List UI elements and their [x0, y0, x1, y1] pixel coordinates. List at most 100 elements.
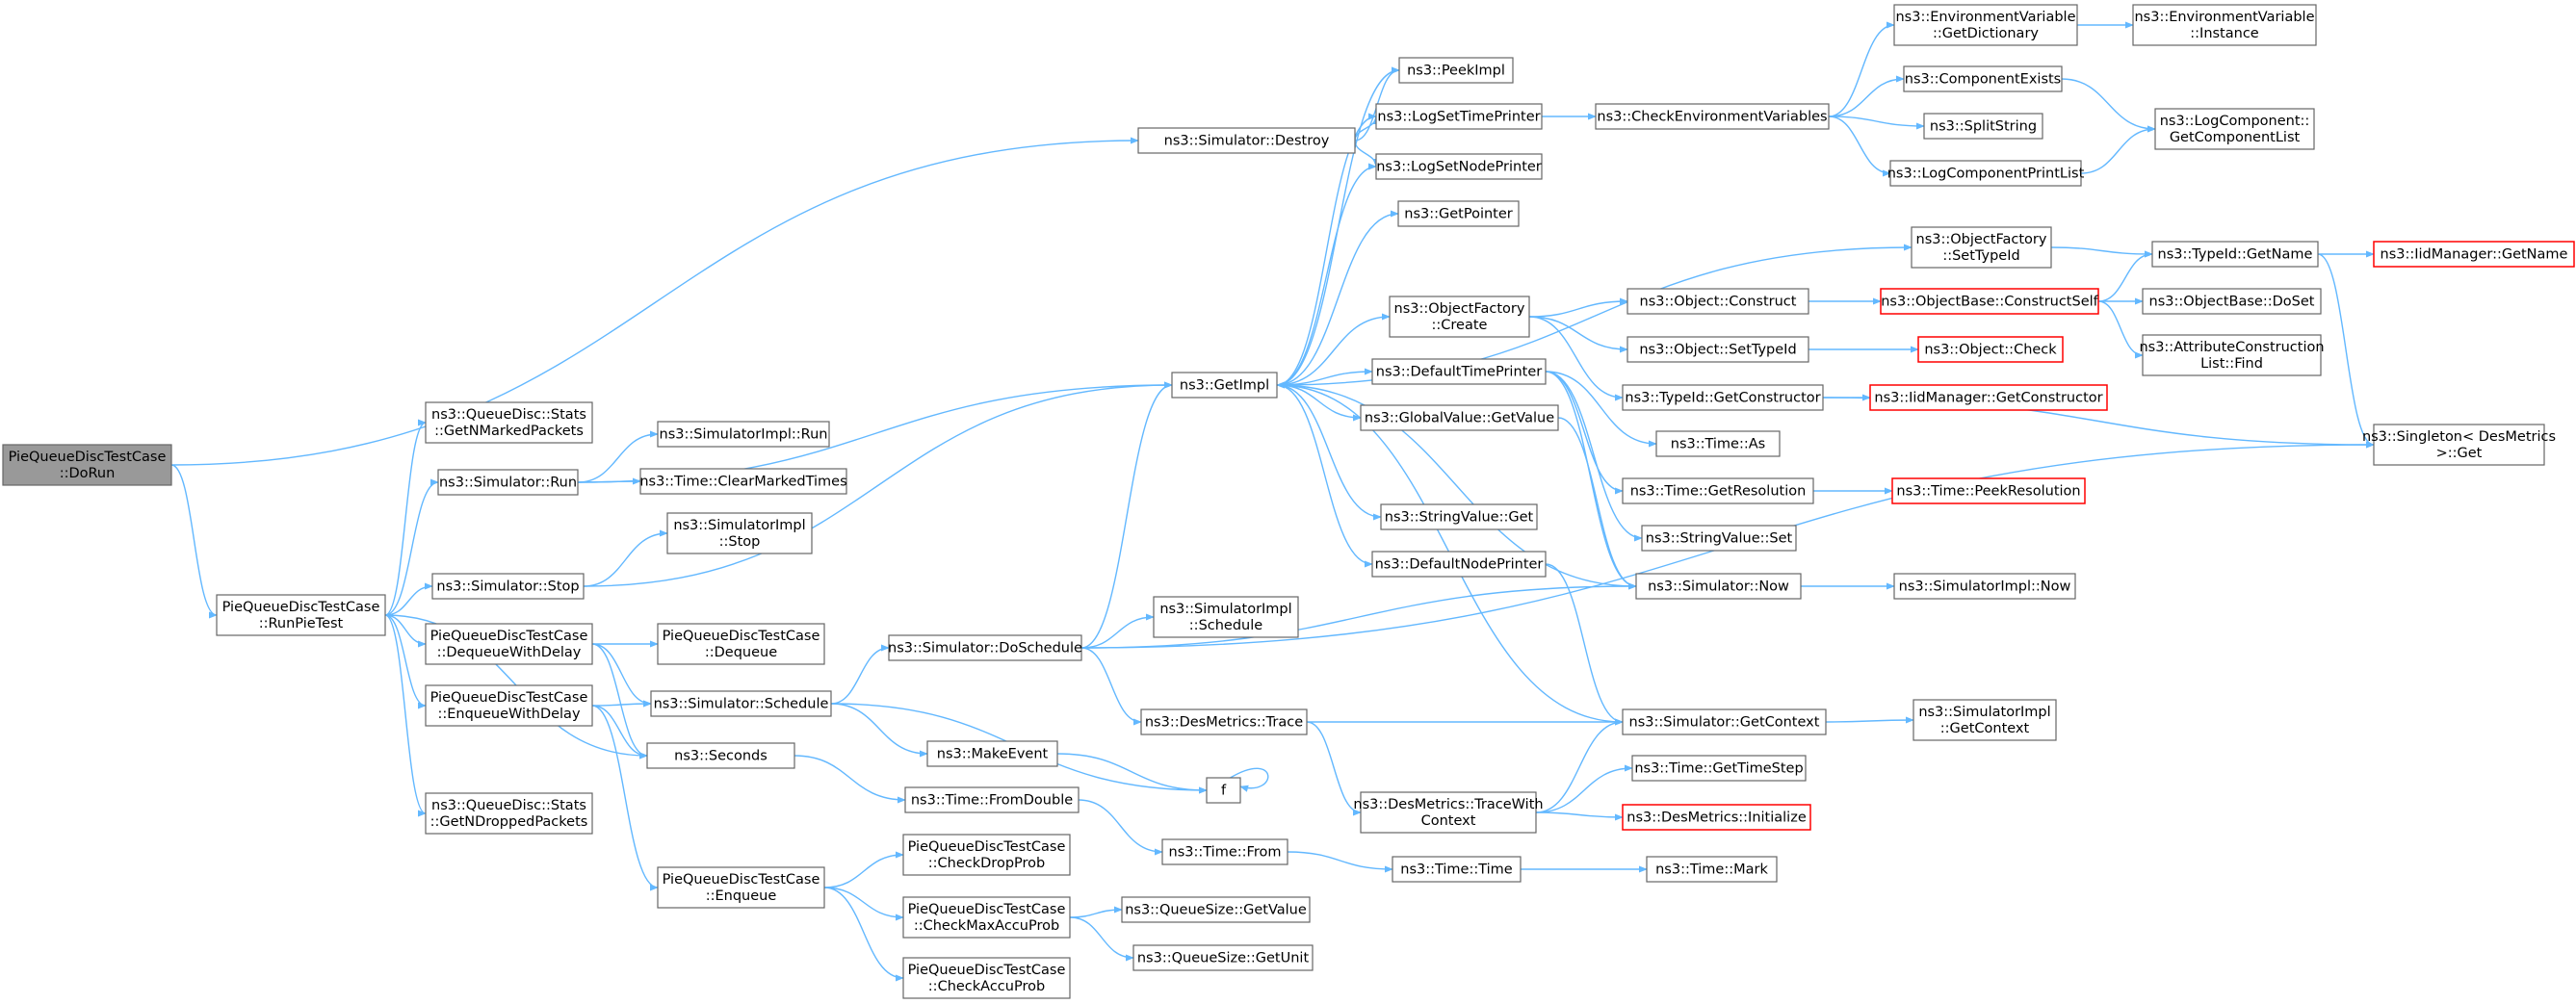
node-getnmarked[interactable]: ns3::QueueDisc::Stats::GetNMarkedPackets	[425, 401, 593, 444]
node-timetime[interactable]: ns3::Time::Time	[1392, 856, 1522, 883]
node-label: ns3::AttributeConstruction	[2139, 340, 2324, 355]
edge-ofcreate-to-objconstruct	[1528, 297, 1628, 318]
node-label: ns3::MakeEvent	[937, 747, 1049, 762]
node-svset[interactable]: ns3::StringValue::Set	[1641, 525, 1797, 552]
node-ofcreate[interactable]: ns3::ObjectFactory::Create	[1389, 296, 1530, 338]
node-getconstructor[interactable]: ns3::TypeId::GetConstructor	[1622, 384, 1824, 411]
node-splitstring[interactable]: ns3::SplitString	[1923, 113, 2043, 140]
node-obdoset[interactable]: ns3::ObjectBase::DoSet	[2142, 288, 2322, 315]
edge-getimpl-to-svget	[1276, 384, 1382, 521]
node-box	[2142, 288, 2322, 315]
edge-enqueuedelay-to-enqueue	[591, 705, 659, 891]
node-label: ns3::Singleton< DesMetrics	[2362, 429, 2556, 445]
node-checkdrop[interactable]: PieQueueDiscTestCase::CheckDropProb	[902, 834, 1071, 876]
node-peekimpl[interactable]: ns3::PeekImpl	[1398, 57, 1514, 84]
node-simimplstop[interactable]: ns3::SimulatorImpl::Stop	[666, 512, 813, 554]
node-logsetnode[interactable]: ns3::LogSetNodePrinter	[1375, 153, 1543, 180]
node-doschedule[interactable]: ns3::Simulator::DoSchedule	[888, 634, 1082, 661]
node-clearmarked[interactable]: ns3::Time::ClearMarkedTimes	[639, 468, 847, 495]
node-box	[657, 623, 825, 665]
node-box	[2154, 108, 2315, 150]
edge-getimpl-to-ofcreate	[1276, 313, 1391, 386]
node-objcheck[interactable]: ns3::Object::Check	[1917, 336, 2064, 363]
node-constructself[interactable]: ns3::ObjectBase::ConstructSelf	[1880, 288, 2099, 315]
node-timefrom[interactable]: ns3::Time::From	[1161, 838, 1288, 865]
node-gettimestep[interactable]: ns3::Time::GetTimeStep	[1631, 755, 1807, 782]
node-logsettime[interactable]: ns3::LogSetTimePrinter	[1375, 103, 1543, 130]
node-schedule[interactable]: ns3::Simulator::Schedule	[650, 690, 832, 717]
node-singleton[interactable]: ns3::Singleton< DesMetrics >::Get	[2362, 424, 2556, 466]
edge-deftimeprinter-to-svset	[1545, 371, 1643, 542]
node-simimplctx[interactable]: ns3::SimulatorImpl::GetContext	[1912, 699, 2057, 741]
node-timeas[interactable]: ns3::Time::As	[1655, 430, 1781, 457]
edge-compexists-to-getcomplist	[2061, 78, 2156, 133]
node-box	[926, 740, 1058, 767]
node-box	[2373, 241, 2575, 268]
node-getimpl[interactable]: ns3::GetImpl	[1171, 372, 1278, 399]
node-destrace[interactable]: ns3::DesMetrics::Trace	[1140, 708, 1308, 735]
node-fromdouble[interactable]: ns3::Time::FromDouble	[904, 786, 1080, 813]
node-envgetdict[interactable]: ns3::EnvironmentVariable::GetDictionary	[1893, 4, 2078, 46]
node-enqueuedelay[interactable]: PieQueueDiscTestCase::EnqueueWithDelay	[425, 684, 593, 727]
node-dorun[interactable]: PieQueueDiscTestCase::DoRun	[2, 444, 172, 486]
node-getcontext[interactable]: ns3::Simulator::GetContext	[1622, 708, 1827, 735]
node-label: ns3::Simulator::GetContext	[1629, 715, 1820, 731]
node-compexists[interactable]: ns3::ComponentExists	[1903, 65, 2063, 92]
node-iidgetctor[interactable]: ns3::IidManager::GetConstructor	[1869, 384, 2108, 411]
node-envinstance[interactable]: ns3::EnvironmentVariable::Instance	[2132, 4, 2317, 46]
node-checkaccu[interactable]: PieQueueDiscTestCase::CheckAccuProb	[902, 957, 1071, 999]
edge-logcompprint-to-getcomplist	[2080, 125, 2156, 174]
node-label: ns3::CheckEnvironmentVariables	[1597, 110, 1827, 125]
edge-runpie-to-getndropped	[384, 614, 427, 817]
node-enqueue[interactable]: PieQueueDiscTestCase::Enqueue	[657, 866, 825, 909]
node-label: ns3::Time::GetTimeStep	[1634, 761, 1803, 777]
node-objsettypeid[interactable]: ns3::Object::SetTypeId	[1626, 336, 1809, 363]
node-simimplschedule[interactable]: ns3::SimulatorImpl::Schedule	[1153, 596, 1299, 638]
node-logcompprint[interactable]: ns3::LogComponentPrintList	[1887, 160, 2085, 187]
node-getcomplist[interactable]: ns3::LogComponent::GetComponentList	[2154, 108, 2315, 150]
node-runpie[interactable]: PieQueueDiscTestCase::RunPieTest	[216, 594, 386, 636]
node-box	[431, 573, 585, 600]
node-checkmaxaccu[interactable]: PieQueueDiscTestCase::CheckMaxAccuProb	[902, 896, 1071, 939]
node-seconds[interactable]: ns3::Seconds	[646, 742, 795, 769]
node-timemark[interactable]: ns3::Time::Mark	[1646, 856, 1778, 883]
node-peekres[interactable]: ns3::Time::PeekResolution	[1891, 477, 2086, 504]
node-getpointer[interactable]: ns3::GetPointer	[1397, 200, 1520, 227]
node-label: PieQueueDiscTestCase	[908, 839, 1066, 855]
edge-dequeuedelay-to-schedule	[591, 643, 652, 708]
node-label: ::GetNDroppedPackets	[430, 814, 588, 830]
node-typeidgetname[interactable]: ns3::TypeId::GetName	[2151, 241, 2319, 268]
node-qsgetvalue[interactable]: ns3::QueueSize::GetValue	[1121, 896, 1311, 923]
edge-enqueue-to-checkmaxaccu	[823, 887, 904, 921]
node-deftimeprinter[interactable]: ns3::DefaultTimePrinter	[1371, 358, 1547, 385]
node-label: ns3::SplitString	[1930, 119, 2037, 135]
node-dequeue[interactable]: PieQueueDiscTestCase::Dequeue	[657, 623, 825, 665]
node-dequeuedelay[interactable]: PieQueueDiscTestCase::DequeueWithDelay	[425, 623, 593, 665]
node-svget[interactable]: ns3::StringValue::Get	[1380, 503, 1538, 530]
node-objconstruct[interactable]: ns3::Object::Construct	[1626, 288, 1809, 315]
node-makeevent[interactable]: ns3::MakeEvent	[926, 740, 1058, 767]
node-simnow[interactable]: ns3::Simulator::Now	[1635, 573, 1802, 600]
node-getresolution[interactable]: ns3::Time::GetResolution	[1622, 477, 1814, 504]
node-checkenv[interactable]: ns3::CheckEnvironmentVariables	[1595, 103, 1830, 130]
node-desinit[interactable]: ns3::DesMetrics::Initialize	[1622, 804, 1811, 831]
node-gvgetvalue[interactable]: ns3::GlobalValue::GetValue	[1360, 404, 1559, 431]
node-destroy[interactable]: ns3::Simulator::Destroy	[1137, 127, 1356, 154]
node-box	[1880, 288, 2099, 315]
node-f[interactable]: f	[1206, 777, 1241, 804]
node-iidgetname[interactable]: ns3::IidManager::GetName	[2373, 241, 2575, 268]
node-simimplnow[interactable]: ns3::SimulatorImpl::Now	[1893, 573, 2076, 600]
node-box	[1622, 384, 1824, 411]
node-simrun[interactable]: ns3::Simulator::Run	[437, 469, 579, 496]
node-simimplrun[interactable]: ns3::SimulatorImpl::Run	[657, 421, 830, 448]
node-simstop[interactable]: ns3::Simulator::Stop	[431, 573, 585, 600]
node-getndropped[interactable]: ns3::QueueDisc::Stats::GetNDroppedPacket…	[425, 792, 593, 835]
edge-doschedule-to-getimpl	[1080, 381, 1173, 649]
node-ofsettypeid[interactable]: ns3::ObjectFactory::SetTypeId	[1911, 226, 2052, 269]
node-qsgetunit[interactable]: ns3::QueueSize::GetUnit	[1132, 944, 1314, 971]
node-defnodeprinter[interactable]: ns3::DefaultNodePrinter	[1371, 551, 1547, 578]
node-box	[1893, 4, 2078, 46]
